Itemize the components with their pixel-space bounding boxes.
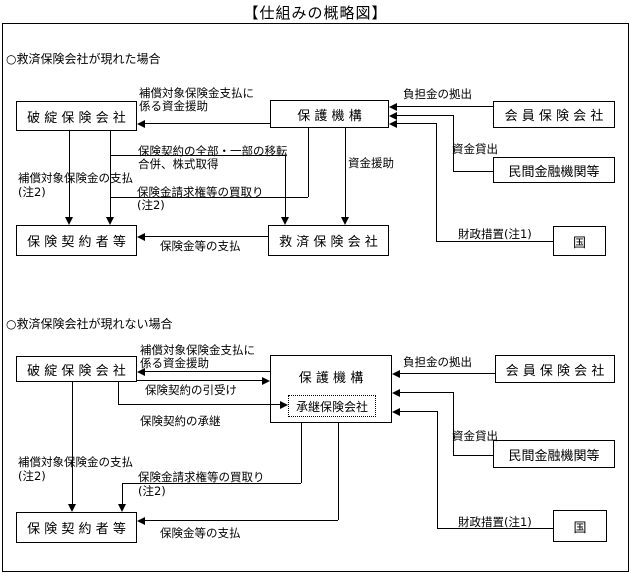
line-succession-b-horiz <box>118 404 281 405</box>
box-failed-insurer-a: 破 綻 保 険 会 社 <box>16 101 137 131</box>
arrowhead-lending-a <box>389 112 397 120</box>
arrowhead-fiscal-b <box>392 408 400 416</box>
section-b-heading: ○救済保険会社が現れない場合 <box>6 317 173 331</box>
label-funding-assist-b2: 係る資金援助 <box>140 356 209 370</box>
arrowhead-benefits-a <box>137 233 145 241</box>
page-title: 【仕組みの概略図】 <box>243 4 388 22</box>
line-fiscal-a-vert <box>436 123 437 242</box>
label-claims-payment-a1: 補償対象保険金の支払 <box>18 171 133 185</box>
arrowhead-to-policyholders-a2 <box>106 217 114 225</box>
label-funding-assist-a1: 補償対象保険金支払に <box>139 86 254 100</box>
box-succeeding-insurer-b: 承継保険会社 <box>288 395 376 417</box>
line-benefits-a <box>145 236 268 237</box>
line-lending-a-top <box>397 115 453 116</box>
label-fiscal-a: 財政措置(注1) <box>458 227 532 241</box>
label-benefits-b: 保険金等の支払 <box>160 526 241 540</box>
line-fiscal-b-top <box>400 411 437 412</box>
line-lending-b-top <box>400 392 453 393</box>
line-transfer-a-left-vert <box>110 131 111 218</box>
arrowhead-lending-b <box>392 389 400 397</box>
box-policyholders-b: 保 険 契 約 者 等 <box>16 512 137 543</box>
line-fiscal-a-top <box>397 123 436 124</box>
label-succession-b: 保険契約の承継 <box>140 414 221 428</box>
arrowhead-succession-b <box>280 401 288 409</box>
label-claims-payment-a2: (注2) <box>18 185 46 199</box>
section-a-heading: ○救済保険会社が現れた場合 <box>6 52 161 66</box>
label-lending-b: 資金貸出 <box>452 429 498 443</box>
arrowhead-claims-payment-b <box>68 504 76 512</box>
line-purchase-b-horiz <box>122 483 301 484</box>
arrowhead-fiscal-a <box>389 120 397 128</box>
line-purchase-a-horiz <box>110 197 308 198</box>
box-private-banks-a: 民間金融機関等 <box>493 157 615 183</box>
line-fiscal-a-bottom <box>436 241 553 242</box>
label-contribution-a: 負担金の拠出 <box>403 87 472 101</box>
label-purchase-note-a: (注2) <box>137 198 165 212</box>
box-policyholders-a: 保 険 契 約 者 等 <box>16 225 137 256</box>
label-contribution-b: 負担金の拠出 <box>403 355 472 369</box>
line-funding-assist-b <box>145 371 270 372</box>
arrowhead-funding-assist-a <box>137 120 145 128</box>
arrowhead-contribution-b <box>392 370 400 378</box>
line-purchase-b-vert2 <box>122 483 123 504</box>
label-purchase-note-b: (注2) <box>138 484 166 498</box>
box-member-insurer-a: 会 員 保 険 会 社 <box>493 101 615 128</box>
label-lending-a: 資金貸出 <box>452 142 498 156</box>
line-purchase-b-vert1 <box>301 423 302 483</box>
box-protection-org-a: 保 護 機 構 <box>270 100 389 128</box>
line-claims-payment-b <box>72 382 73 505</box>
arrowhead-benefits-b <box>137 517 145 525</box>
outer-frame <box>2 23 629 572</box>
line-funding-assist-a <box>145 123 270 124</box>
line-contribution-a <box>397 106 493 107</box>
box-member-insurer-b: 会 員 保 険 会 社 <box>495 355 615 383</box>
arrowhead-underwriting-b <box>262 377 270 385</box>
box-state-a: 国 <box>553 226 606 256</box>
line-benefits-b-vert <box>338 423 339 520</box>
line-claims-payment-a <box>69 131 70 218</box>
line-benefits-b-horiz <box>145 520 338 521</box>
arrowhead-funds-assist-a <box>341 217 349 225</box>
label-fiscal-b: 財政措置(注1) <box>458 515 532 529</box>
line-underwriting-b <box>137 380 263 381</box>
label-purchase-a: 保険金請求権等の買取り <box>137 185 264 199</box>
line-lending-a-bottom <box>453 171 493 172</box>
label-funding-assist-b1: 補償対象保険金支払に <box>140 343 255 357</box>
arrowhead-claims-payment-a <box>65 217 73 225</box>
arrowhead-purchase-b <box>118 504 126 512</box>
box-rescue-insurer-a: 救 済 保 険 会 社 <box>268 225 389 256</box>
label-claims-payment-b1: 補償対象保険金の支払 <box>18 455 133 469</box>
line-succession-b-vert <box>118 382 119 405</box>
line-lending-b-vert <box>453 392 454 456</box>
label-funding-assist-a2: 係る資金援助 <box>139 99 208 113</box>
box-private-banks-b: 民間金融機関等 <box>493 440 615 468</box>
line-fiscal-b-vert <box>437 411 438 529</box>
line-lending-b-bottom <box>453 455 493 456</box>
label-transfer-a2: 合併、株式取得 <box>138 157 219 171</box>
label-underwriting-b: 保険契約の引受け <box>145 383 237 397</box>
line-funds-assist-a <box>345 128 346 218</box>
arrowhead-contribution-a <box>389 103 397 111</box>
label-purchase-b: 保険金請求権等の買取り <box>138 470 265 484</box>
box-failed-insurer-b: 破 綻 保 険 会 社 <box>16 356 137 382</box>
line-purchase-a-vert <box>308 128 309 197</box>
box-state-b: 国 <box>553 510 607 542</box>
arrowhead-funding-assist-b <box>137 368 145 376</box>
label-claims-payment-b2: (注2) <box>18 469 46 483</box>
line-contribution-b <box>400 373 495 374</box>
label-benefits-a: 保険金等の支払 <box>160 239 241 253</box>
label-funds-assist-a: 資金援助 <box>348 156 394 170</box>
arrowhead-transfer-a <box>281 217 289 225</box>
line-transfer-a-right-vert <box>285 155 286 217</box>
label-transfer-a1: 保険契約の全部・一部の移転 <box>138 144 288 158</box>
line-transfer-a-horiz <box>110 155 285 156</box>
line-fiscal-b-bottom <box>437 528 553 529</box>
line-lending-a-vert <box>453 115 454 172</box>
